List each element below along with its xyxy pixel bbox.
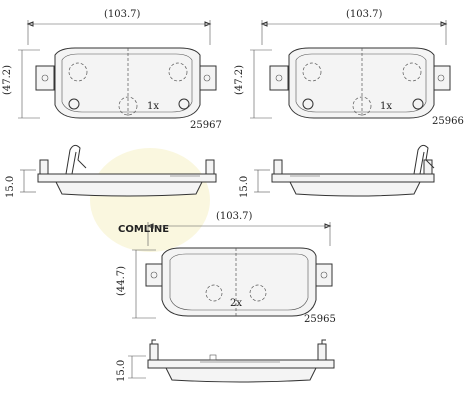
pad-25966-front-view: (103.7) (47.2) 1x 25966 (234, 9, 464, 127)
pad2-part-number: 25966 (432, 116, 464, 127)
pad1-height-label: (47.2) (2, 65, 13, 95)
watermark-text: COMLINE (118, 224, 169, 235)
pad2-width-label: (103.7) (346, 9, 383, 20)
pad1-qty: 1x (147, 101, 159, 112)
pad3-qty: 2x (230, 298, 242, 309)
pad-25967-side-view: 15.0 (5, 144, 217, 198)
watermark: COMLINE (90, 148, 210, 252)
pad3-thickness-label: 15.0 (116, 360, 127, 382)
pad-25965-side-view: 15.0 (116, 339, 335, 383)
pad3-width-label: (103.7) (216, 211, 253, 222)
pad-25966-side-view: 15.0 (239, 144, 435, 198)
pad1-thickness-label: 15.0 (5, 176, 16, 198)
pad3-part-number: 25965 (304, 314, 336, 325)
pad2-height-label: (47.2) (234, 65, 245, 95)
pad2-thickness-label: 15.0 (239, 176, 250, 198)
pad1-part-number: 25967 (190, 120, 222, 131)
pad2-qty: 1x (380, 101, 392, 112)
pad3-height-label: (44.7) (116, 266, 127, 296)
pad-25965-front-view: (103.7) (44.7) 2x 25965 (116, 211, 336, 325)
pad-25967-front-view: (103.7) (47.2) 1x 25967 (2, 9, 222, 131)
pad1-width-label: (103.7) (104, 9, 141, 20)
